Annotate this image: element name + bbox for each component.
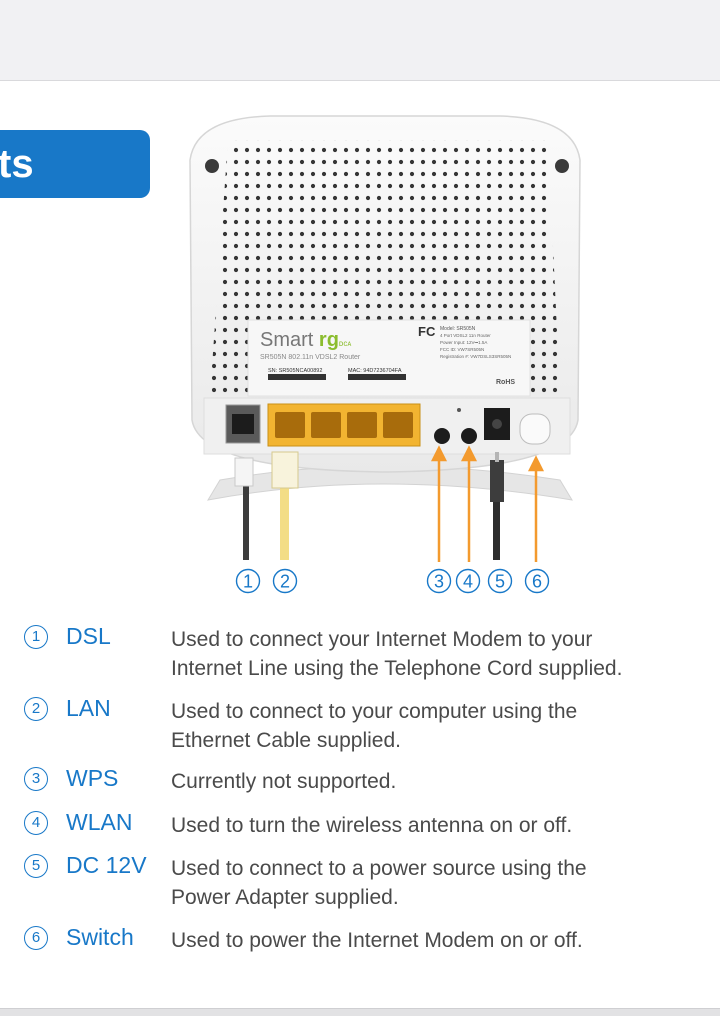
- port-name: WPS: [66, 765, 119, 791]
- router-model-line: SR505N 802.11n VDSL2 Router: [260, 354, 361, 361]
- router-fcc-logo: FC: [418, 324, 436, 339]
- port-description: Used to power the Internet Modem on or o…: [171, 929, 583, 952]
- screw-icon: [555, 159, 569, 173]
- power-switch: [519, 413, 551, 445]
- router-power-text: Power Input: 12V⎓1.5A: [440, 340, 487, 345]
- router-model-text: Model: SR505N: [440, 326, 476, 332]
- router-label-sticker: [247, 319, 531, 397]
- callout-number: 5: [495, 572, 505, 592]
- callout-number: 4: [463, 572, 473, 592]
- port-name: DSL: [66, 623, 111, 649]
- port-description: Used to connect to a power source using …: [171, 857, 587, 909]
- dsl-port: [225, 404, 261, 444]
- wlan-button: [461, 428, 477, 444]
- port-description: Currently not supported.: [171, 770, 397, 793]
- port-description: Used to connect to your computer using t…: [171, 700, 578, 752]
- port-name: DC 12V: [66, 852, 147, 878]
- section-title-banner: ts: [0, 130, 150, 198]
- callout-number: 3: [434, 572, 444, 592]
- port-description: Used to turn the wireless antenna on or …: [171, 814, 573, 837]
- router-brand: Smart: [260, 329, 314, 351]
- router-sn-label: SN: SR505NCA00892: [268, 368, 322, 374]
- port-name: Switch: [66, 924, 134, 950]
- wps-button: [434, 428, 450, 444]
- telephone-cable: [243, 470, 249, 560]
- bottom-bar: [0, 1008, 720, 1016]
- router-brand-suffix: ᴅᴄᴀ: [339, 339, 351, 348]
- callout-number: 2: [280, 572, 290, 592]
- router-back-panel-figure: Smart rgᴅᴄᴀ SR505N 802.11n VDSL2 Router …: [189, 115, 581, 594]
- port-number: 1: [24, 625, 48, 649]
- port-number: 3: [24, 767, 48, 791]
- svg-text:Smart rgᴅᴄᴀ: Smart rgᴅᴄᴀ: [260, 329, 351, 351]
- port-name: WLAN: [66, 809, 133, 835]
- router-model-sub: 4 Port VDSL2 11n Router: [440, 333, 491, 338]
- power-cable: [493, 500, 500, 560]
- port-number: 6: [24, 926, 48, 950]
- section-title: ts: [0, 142, 34, 186]
- port-number: 4: [24, 811, 48, 835]
- top-bar: [0, 0, 720, 81]
- router-reg-no: Registration #: VW7DSLS3SR505N: [440, 354, 511, 359]
- router-mac-label: MAC: 94D7236704FA: [348, 368, 402, 374]
- port-name: LAN: [66, 695, 111, 721]
- router-fcc-id: FCC ID: VW7SR505N: [440, 347, 484, 352]
- ethernet-cable: [280, 480, 289, 560]
- router-rohs: RoHS: [496, 379, 515, 386]
- router-brand-rg: rg: [319, 329, 339, 351]
- port-description: Used to connect your Internet Modem to y…: [171, 628, 623, 680]
- port-number: 5: [24, 854, 48, 878]
- port-number: 2: [24, 697, 48, 721]
- callout-number: 6: [532, 572, 542, 592]
- screw-icon: [205, 159, 219, 173]
- callout-number: 1: [243, 572, 253, 592]
